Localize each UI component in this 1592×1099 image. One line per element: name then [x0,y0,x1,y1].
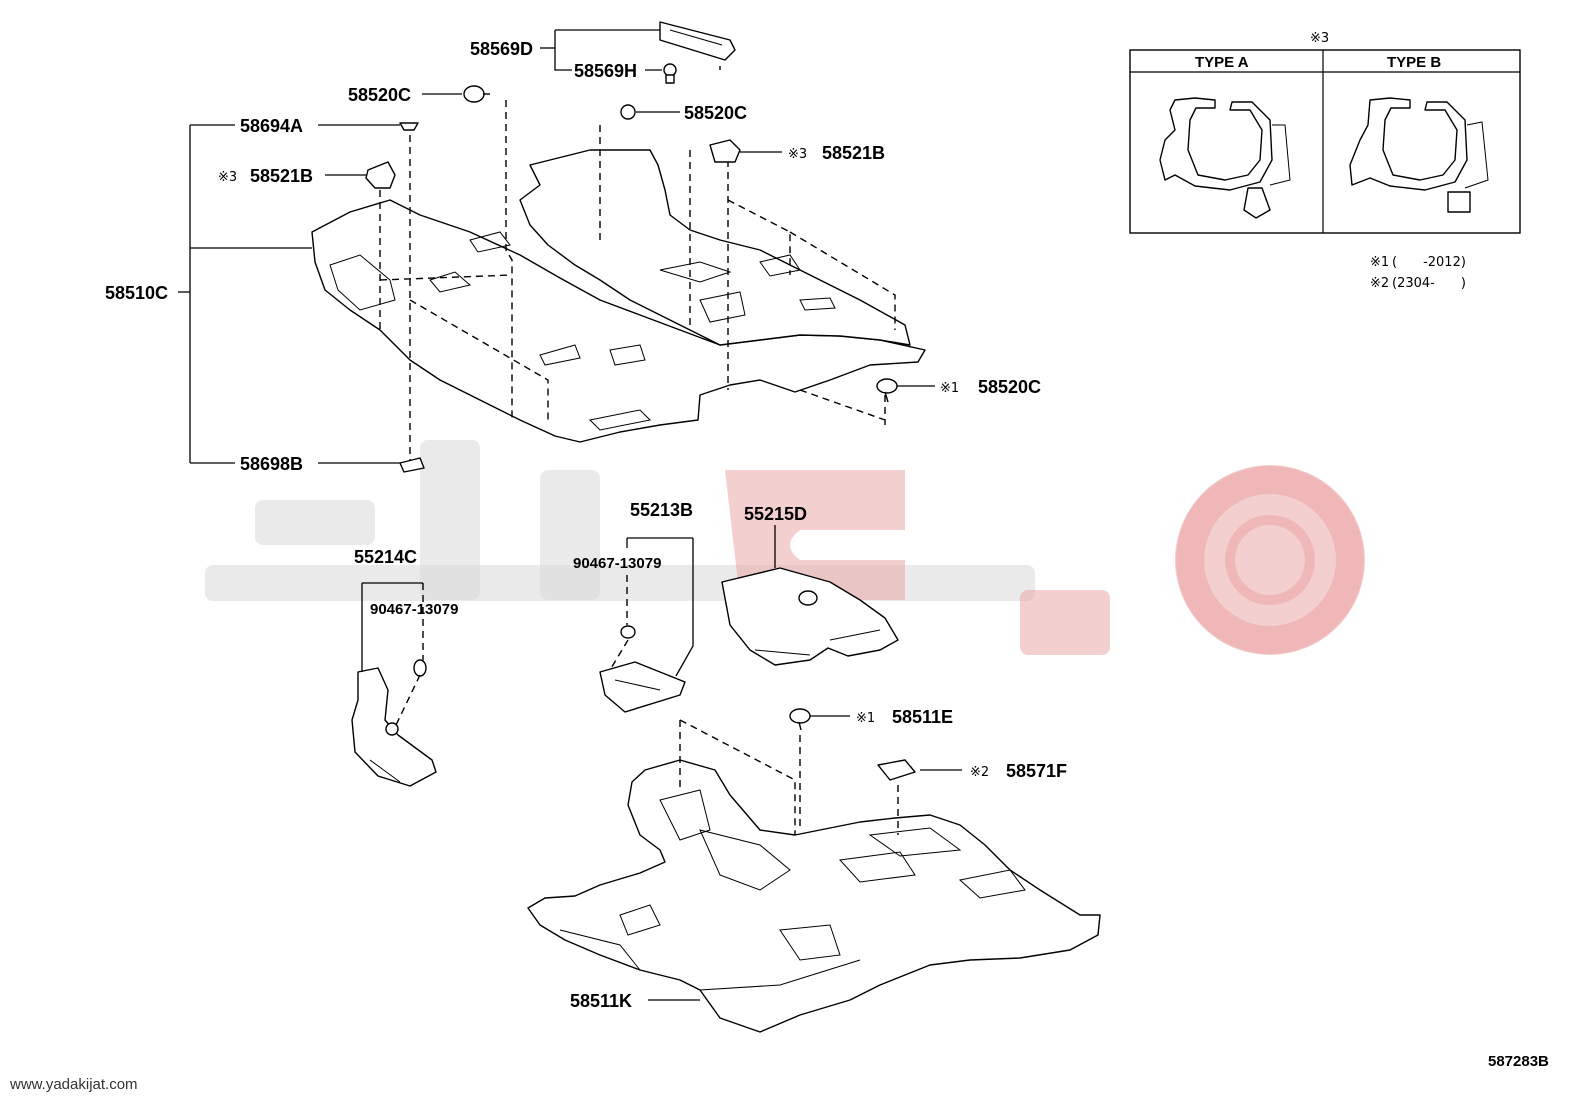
label-58520C-b: 58520C [684,103,747,123]
fastener-group-top [365,21,898,473]
note-1-mark: ※1 [1370,255,1389,270]
clip-58569H [663,63,677,77]
mark-58521B-left: ※3 [218,170,237,185]
label-58521B-right: 58521B [822,143,885,163]
label-58571F: 58571F [1006,761,1067,781]
label-58511E: 58511E [892,707,953,727]
type-a-heading: TYPE A [1195,54,1249,71]
type-b-clip-drawing [1349,97,1489,213]
leader-lines-top [178,29,935,464]
pad-55215D [721,567,899,666]
note-2-mark: ※2 [1370,276,1389,291]
clip-58520C-b [620,104,636,120]
mark-58511E: ※1 [856,711,875,726]
mark-58521B-right: ※3 [788,147,807,162]
clip-58521B-left [365,161,396,189]
watermark-logo [205,440,1365,655]
clip-58694A [399,122,419,131]
pad-55214C [351,659,437,787]
top-dashed-guides [379,66,896,460]
mark-58520C-c: ※1 [940,381,959,396]
catalog-code: 587283B [1488,1053,1549,1070]
label-58698B: 58698B [240,454,303,474]
type-inset [1129,49,1521,234]
label-90467-13079-a: 90467-13079 [573,555,661,572]
label-55214C: 55214C [354,547,417,567]
floor-carpet-front-58511K [527,708,1101,1033]
label-58510C: 58510C [105,283,168,303]
mark-58571F: ※2 [970,765,989,780]
label-90467-13079-b: 90467-13079 [370,601,458,618]
clip-58520C-a [463,85,485,103]
bottom-dashed-guides [648,719,899,1001]
floor-carpet-rear-58510C [311,149,926,443]
watermark-url[interactable]: www.yadakijat.com [10,1076,138,1093]
clip-58698B [399,457,425,473]
label-58569D: 58569D [470,39,533,59]
type-b-heading: TYPE B [1387,54,1441,71]
inset-mark: ※3 [1310,31,1329,46]
label-58511K: 58511K [570,991,632,1011]
pad-55213B [599,625,686,713]
leader-lines-middle [361,525,962,771]
label-58520C-c: 58520C [978,377,1041,397]
clip-58511E [789,708,811,724]
note-1-range: ( -2012) [1392,255,1466,270]
label-58520C-a: 58520C [348,85,411,105]
label-58521B-left: 58521B [250,166,313,186]
label-55215D: 55215D [744,504,807,524]
plate-58569D [659,21,736,61]
note-2-range: (2304- ) [1392,276,1466,291]
clip-58571F [877,759,916,781]
clip-58521B-right [709,139,741,163]
clip-58520C-c [876,378,898,394]
part-labels: 58569D 58569H 58520C 58520C 58694A ※3 58… [105,31,1466,1011]
label-58694A: 58694A [240,116,303,136]
label-55213B: 55213B [630,500,693,520]
label-58569H: 58569H [574,61,637,81]
type-a-clip-drawing [1159,97,1291,219]
